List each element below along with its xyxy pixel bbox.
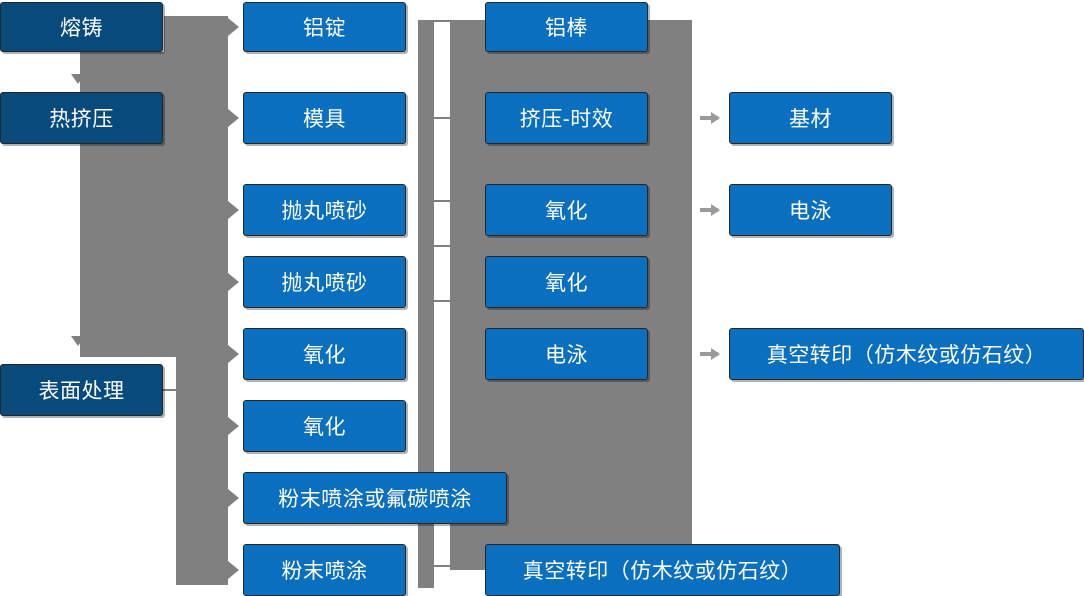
process-box-powder-or-fluorocarbon-coating[interactable]: 粉末喷涂或氟碳喷涂 [243, 472, 507, 524]
connector-arrow-right-2 [228, 109, 239, 127]
stage-box-hot-extrusion[interactable]: 热挤压 [0, 92, 163, 144]
connector-arrow-right-6 [228, 417, 239, 435]
process-box-aluminum-ingot[interactable]: 铝锭 [243, 2, 406, 52]
connector-trunk-a-top [164, 16, 228, 56]
connector-arrow-down-to-surface [71, 336, 85, 346]
process-box-mold[interactable]: 模具 [243, 92, 406, 144]
connector-arrow-right-7 [228, 489, 239, 507]
process-box-oxidation-1[interactable]: 氧化 [243, 328, 406, 380]
connector-stub-b2 [432, 117, 454, 119]
connector-stub-b6 [432, 565, 454, 567]
connector-arrow-down-to-extrusion [71, 74, 85, 84]
treatment-box-label: 真空转印（仿木纹或仿石纹） [522, 560, 803, 583]
treatment-box-oxidation-1[interactable]: 氧化 [485, 184, 648, 236]
process-box-oxidation-2[interactable]: 氧化 [243, 400, 406, 452]
treatment-box-aluminum-bar[interactable]: 铝棒 [485, 2, 648, 52]
process-box-label: 抛丸喷砂 [281, 200, 368, 223]
connector-stub-b3 [432, 200, 454, 202]
treatment-box-vacuum-transfer-print[interactable]: 真空转印（仿木纹或仿石纹） [485, 544, 840, 596]
treatment-box-label: 氧化 [545, 272, 588, 295]
treatment-box-electrophoresis[interactable]: 电泳 [485, 328, 648, 380]
stage-box-surface-treatment[interactable]: 表面处理 [0, 364, 163, 416]
connector-arrowhead-out-1 [711, 112, 720, 124]
process-box-label: 氧化 [303, 344, 346, 367]
connector-arrow-right-8 [228, 561, 239, 579]
stage-box-label: 熔铸 [60, 17, 103, 40]
process-box-label: 氧化 [303, 416, 346, 439]
output-box-vacuum-transfer-print[interactable]: 真空转印（仿木纹或仿石纹） [729, 328, 1084, 380]
output-box-label: 基材 [789, 108, 832, 131]
treatment-box-label: 挤压-时效 [519, 108, 614, 131]
connector-line-out-3 [700, 352, 718, 356]
connector-stub-b1 [432, 20, 454, 22]
process-box-shot-blasting-1[interactable]: 抛丸喷砂 [243, 184, 406, 236]
treatment-box-label: 电泳 [545, 344, 588, 367]
treatment-box-label: 铝棒 [545, 17, 588, 40]
connector-arrow-right-1 [228, 18, 239, 36]
connector-arrowhead-out-3 [711, 348, 720, 360]
output-box-label: 电泳 [789, 200, 832, 223]
connector-stub-b5 [432, 300, 454, 302]
process-box-label: 抛丸喷砂 [281, 272, 368, 295]
output-box-label: 真空转印（仿木纹或仿石纹） [766, 344, 1047, 367]
stage-box-label: 热挤压 [49, 108, 114, 131]
treatment-box-label: 氧化 [545, 200, 588, 223]
connector-trunk-b [418, 20, 434, 588]
connector-arrow-right-4 [228, 273, 239, 291]
connector-line-out-2 [700, 208, 718, 212]
process-box-label: 模具 [303, 108, 346, 131]
process-box-shot-blasting-2[interactable]: 抛丸喷砂 [243, 256, 406, 308]
connector-stub-surface [163, 389, 181, 391]
stage-box-melting[interactable]: 熔铸 [0, 2, 163, 52]
stage-box-label: 表面处理 [38, 380, 125, 403]
output-box-electrophoresis[interactable]: 电泳 [729, 184, 892, 236]
connector-trunk-a-lower [176, 357, 228, 585]
treatment-box-extrusion-aging[interactable]: 挤压-时效 [485, 92, 648, 144]
connector-arrow-right-5 [228, 345, 239, 363]
process-box-label: 粉末喷涂 [281, 560, 368, 583]
connector-arrowhead-out-2 [711, 204, 720, 216]
treatment-box-oxidation-2[interactable]: 氧化 [485, 256, 648, 308]
connector-stub-b4 [432, 245, 454, 247]
process-box-powder-coating[interactable]: 粉末喷涂 [243, 544, 406, 596]
output-box-substrate[interactable]: 基材 [729, 92, 892, 144]
process-box-label: 粉末喷涂或氟碳喷涂 [278, 488, 472, 511]
connector-arrow-right-3 [228, 201, 239, 219]
connector-line-out-1 [700, 116, 718, 120]
process-box-label: 铝锭 [303, 17, 346, 40]
